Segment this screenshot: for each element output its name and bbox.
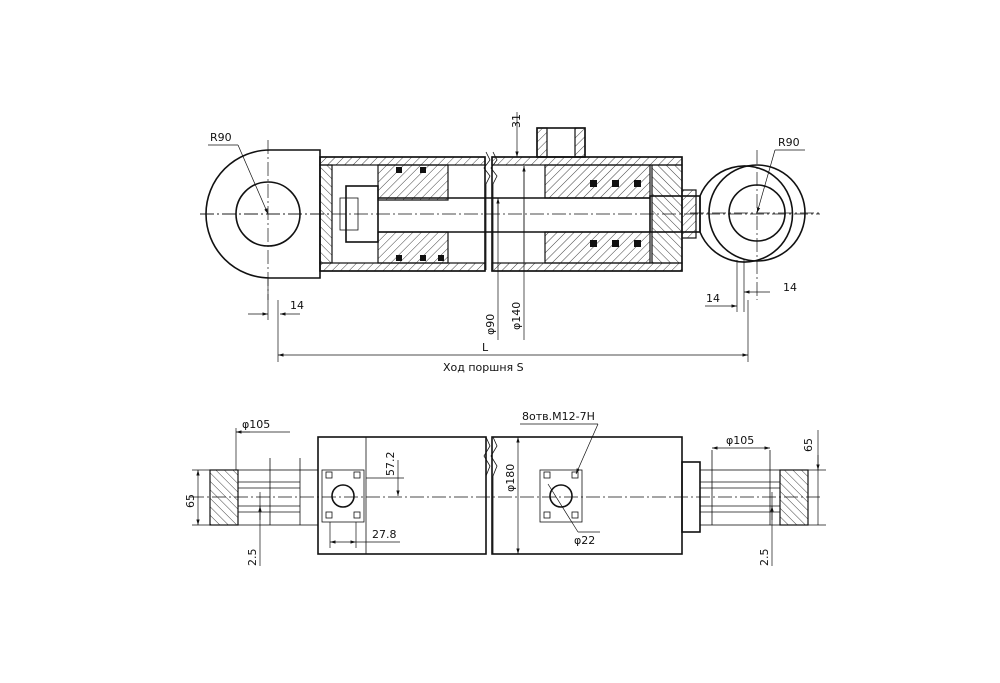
top-view: R90 R90 31 14 14 14 φ90 φ140 L Ход поршн… — [200, 112, 820, 374]
body-left — [317, 436, 487, 555]
right-eye-diameter-label: φ105 — [726, 434, 754, 447]
body-diameter-label: φ180 — [504, 464, 517, 492]
bottom-view: φ105 65 2.5 57.2 27.8 φ180 8отв.M12-7H φ… — [184, 410, 826, 566]
length-label: L — [482, 341, 489, 354]
right-offset-a-label: 14 — [706, 292, 720, 305]
left-eye — [200, 140, 330, 300]
body-right — [491, 436, 701, 555]
right-clevis — [699, 450, 809, 526]
flange-width-label: 27.8 — [372, 528, 397, 541]
bore-diameter-label: φ140 — [510, 302, 523, 330]
left-radius-label: R90 — [210, 131, 232, 144]
left-gap-label: 2.5 — [246, 549, 259, 567]
stroke-label: Ход поршня S — [443, 361, 524, 374]
piston-rod — [378, 197, 650, 233]
left-clevis — [209, 458, 319, 526]
left-eye-diameter-label: φ105 — [242, 418, 270, 431]
port-offset-label: 31 — [510, 114, 523, 128]
flange-height-label: 57.2 — [384, 452, 397, 477]
right-width-label: 65 — [802, 438, 815, 452]
cylinder-body-left — [319, 156, 486, 272]
right-gap-label: 2.5 — [758, 549, 771, 567]
right-offset-b-label: 14 — [783, 281, 797, 294]
rod-diameter-label: φ90 — [484, 314, 497, 335]
left-width-label: 65 — [184, 494, 197, 508]
right-eye — [690, 150, 820, 300]
port-diameter-label: φ22 — [574, 534, 595, 547]
thread-note-label: 8отв.M12-7H — [522, 410, 595, 423]
left-offset-label: 14 — [290, 299, 304, 312]
right-radius-label: R90 — [778, 136, 800, 149]
cylinder-body-right — [491, 127, 701, 272]
